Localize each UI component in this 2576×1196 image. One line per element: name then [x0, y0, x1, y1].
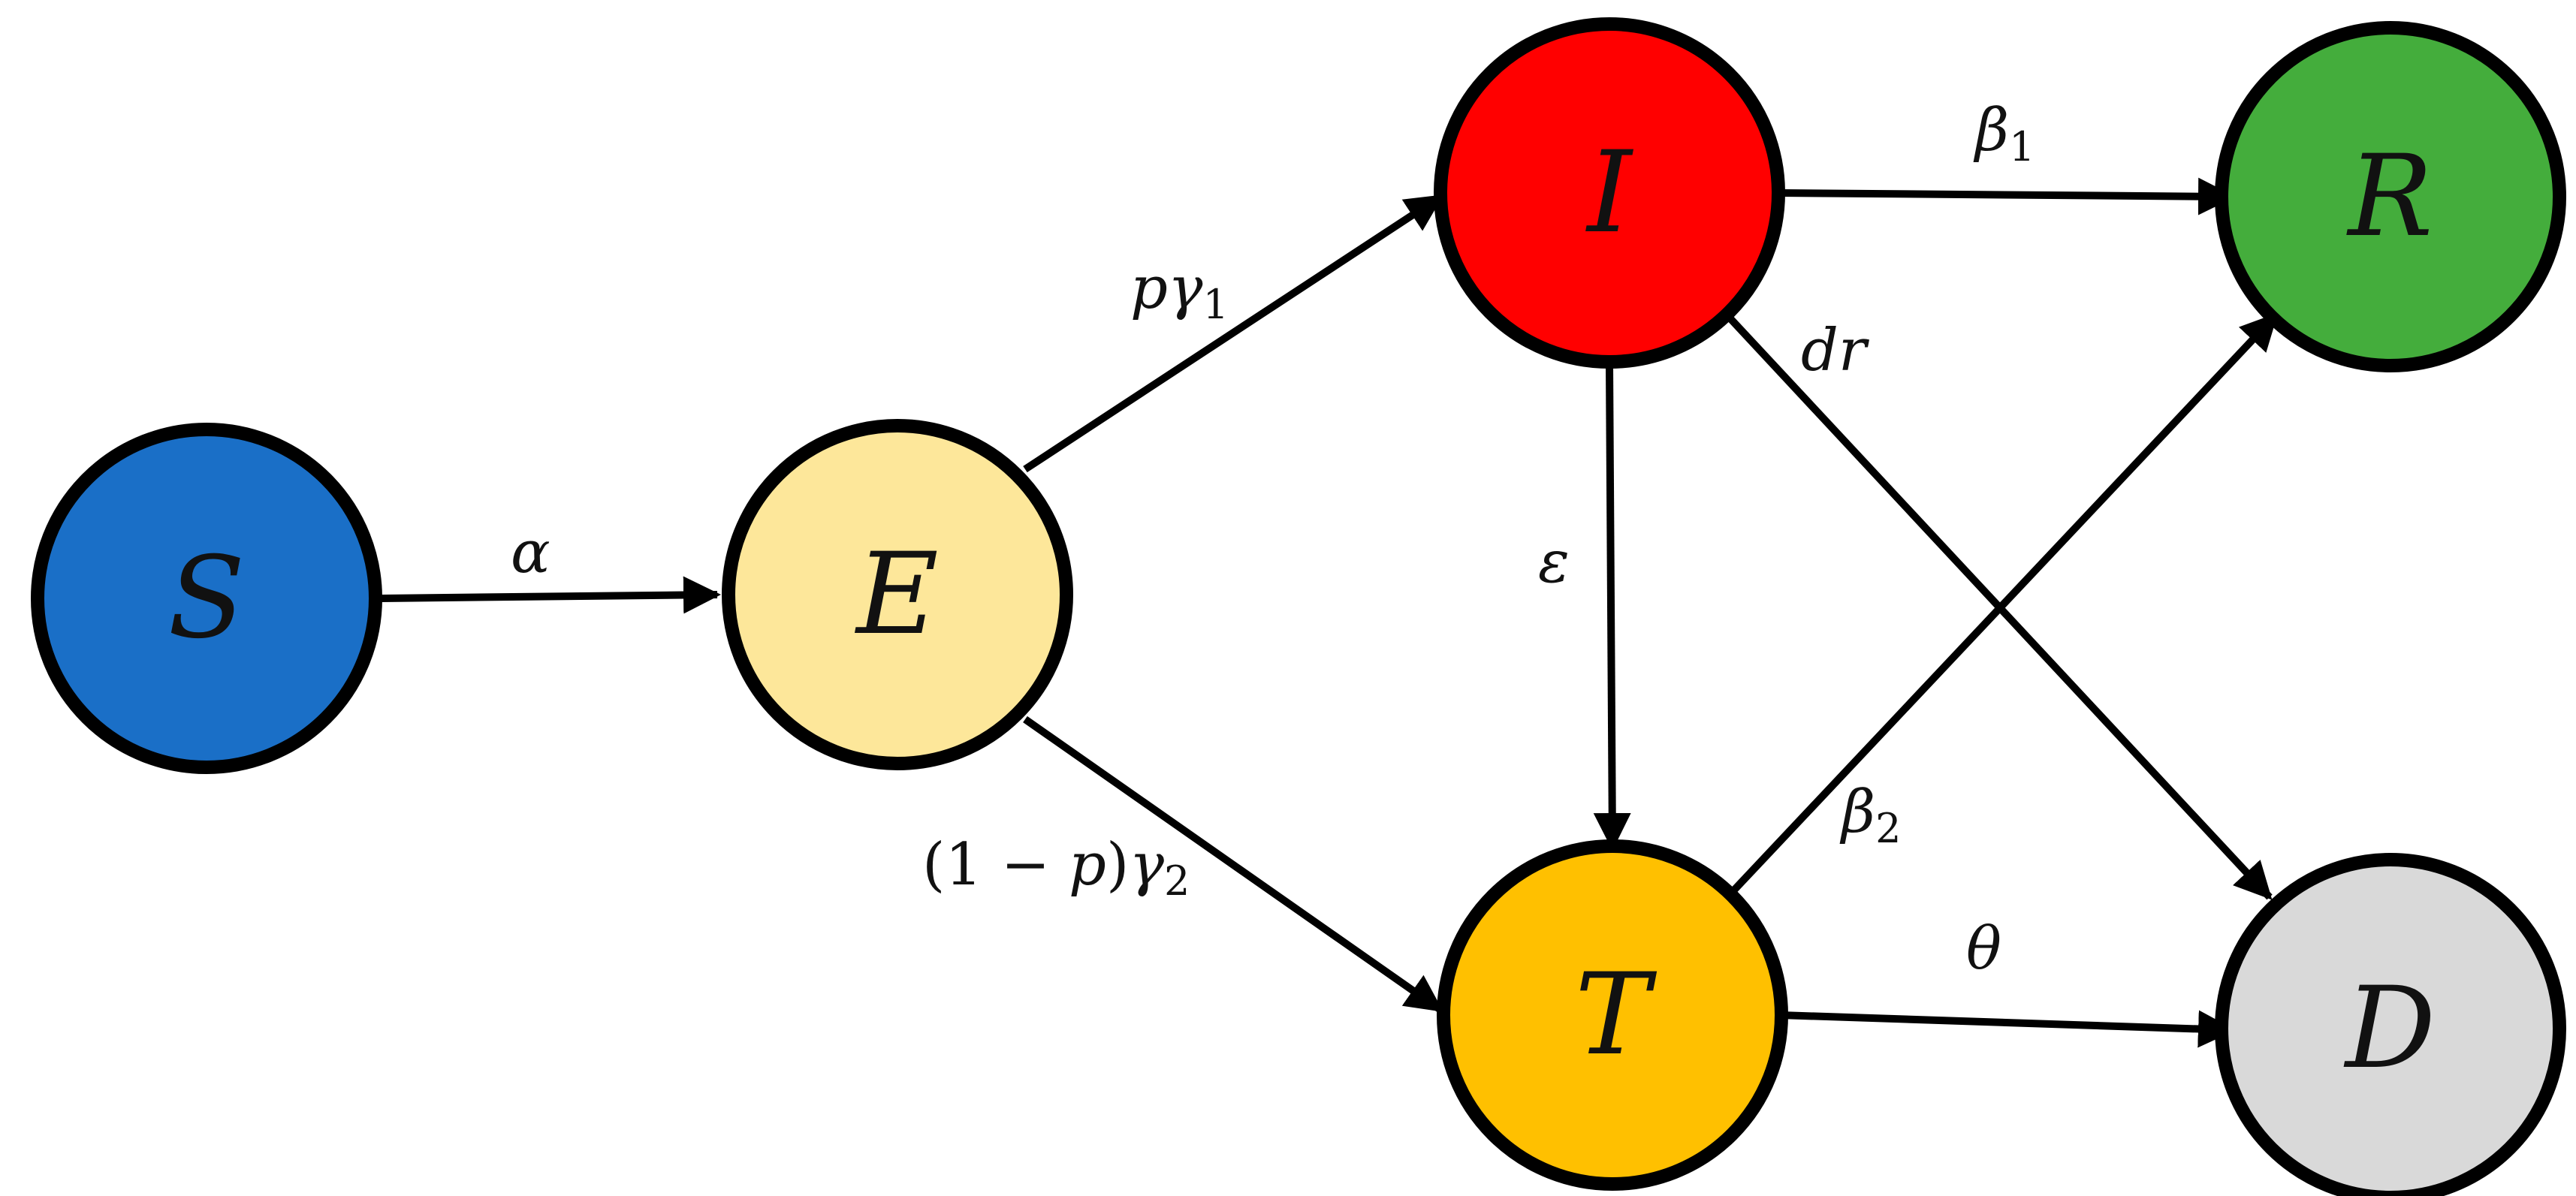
edges	[379, 177, 2279, 1048]
edge-label-one-minus-p-gamma-2: (1 − p)γ2	[922, 831, 1190, 905]
node-t: T	[1437, 839, 1788, 1191]
node-d-circle	[2215, 853, 2566, 1196]
node-d-label: D	[2343, 963, 2436, 1094]
node-e: E	[722, 419, 1073, 770]
node-i-circle	[1434, 17, 1785, 369]
node-i-label: I	[1585, 128, 1633, 258]
edge-s-to-e	[379, 576, 721, 614]
node-s: S	[31, 423, 382, 774]
nodes: S E I T R D	[31, 17, 2566, 1196]
edge-t-to-r	[1724, 312, 2279, 900]
edge-t-to-d	[1779, 1010, 2236, 1048]
edge-e-to-i	[1023, 193, 1444, 473]
edge-label-beta-1: β1	[1973, 97, 2035, 170]
edge-e-to-t	[1023, 715, 1444, 1014]
node-d: D	[2215, 853, 2566, 1196]
edge-i-to-r	[1779, 177, 2236, 215]
node-s-circle	[31, 423, 382, 774]
node-e-label: E	[854, 529, 939, 660]
node-r-label: R	[2346, 131, 2433, 262]
node-r-circle	[2215, 21, 2566, 372]
node-e-circle	[722, 419, 1073, 770]
edge-label-alpha: α	[511, 519, 550, 586]
edge-i-to-t	[1593, 363, 1631, 851]
node-s-label: S	[168, 533, 246, 664]
node-t-circle	[1437, 839, 1788, 1191]
edge-label-dr: dr	[1801, 317, 1870, 384]
edge-label-beta-2: β2	[1839, 779, 1901, 852]
node-i: I	[1434, 17, 1785, 369]
edge-label-theta: θ	[1966, 915, 2001, 983]
node-t-label: T	[1575, 950, 1658, 1080]
node-r: R	[2215, 21, 2566, 372]
edge-labels: α pγ1 (1 − p)γ2 β1 dr ε β2 θ	[511, 97, 2035, 983]
edge-label-p-gamma-1: pγ1	[1130, 255, 1229, 328]
edge-label-epsilon: ε	[1538, 529, 1570, 596]
